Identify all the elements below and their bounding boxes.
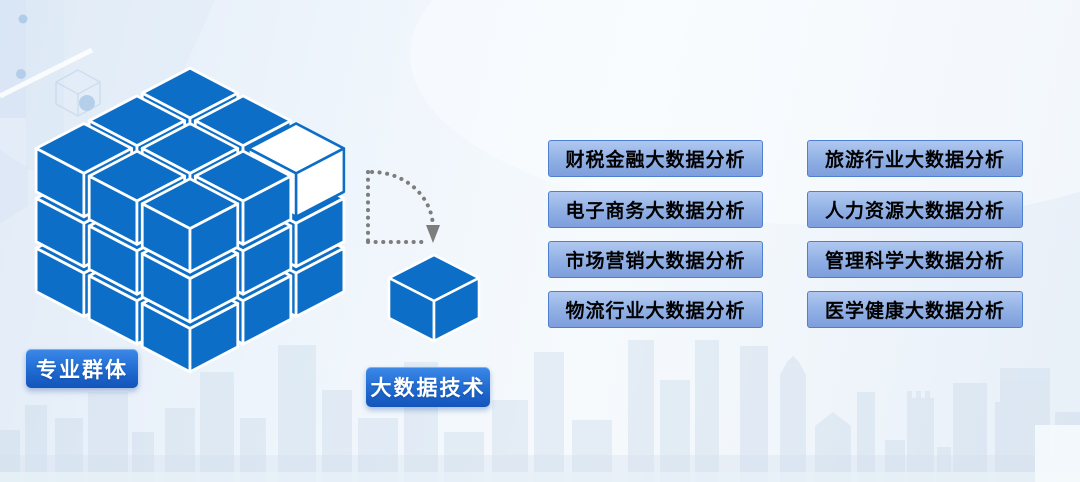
cube-3x3x3-grid [34,66,346,374]
major-button[interactable]: 医学健康大数据分析 [807,291,1023,328]
professional-group-label[interactable]: 专业群体 [26,349,138,388]
city-skyline [0,340,1080,482]
major-button[interactable]: 物流行业大数据分析 [548,291,763,328]
big-data-tech-label[interactable]: 大数据技术 [366,367,490,407]
major-button[interactable]: 市场营销大数据分析 [548,241,763,278]
major-button[interactable]: 旅游行业大数据分析 [807,140,1023,177]
major-button[interactable]: 财税金融大数据分析 [548,140,763,177]
major-button[interactable]: 电子商务大数据分析 [548,191,763,228]
extracted-cube [387,253,481,343]
major-button[interactable]: 人力资源大数据分析 [807,191,1023,228]
major-button[interactable]: 管理科学大数据分析 [807,241,1023,278]
dotted-arc-arrow-icon [366,170,440,244]
